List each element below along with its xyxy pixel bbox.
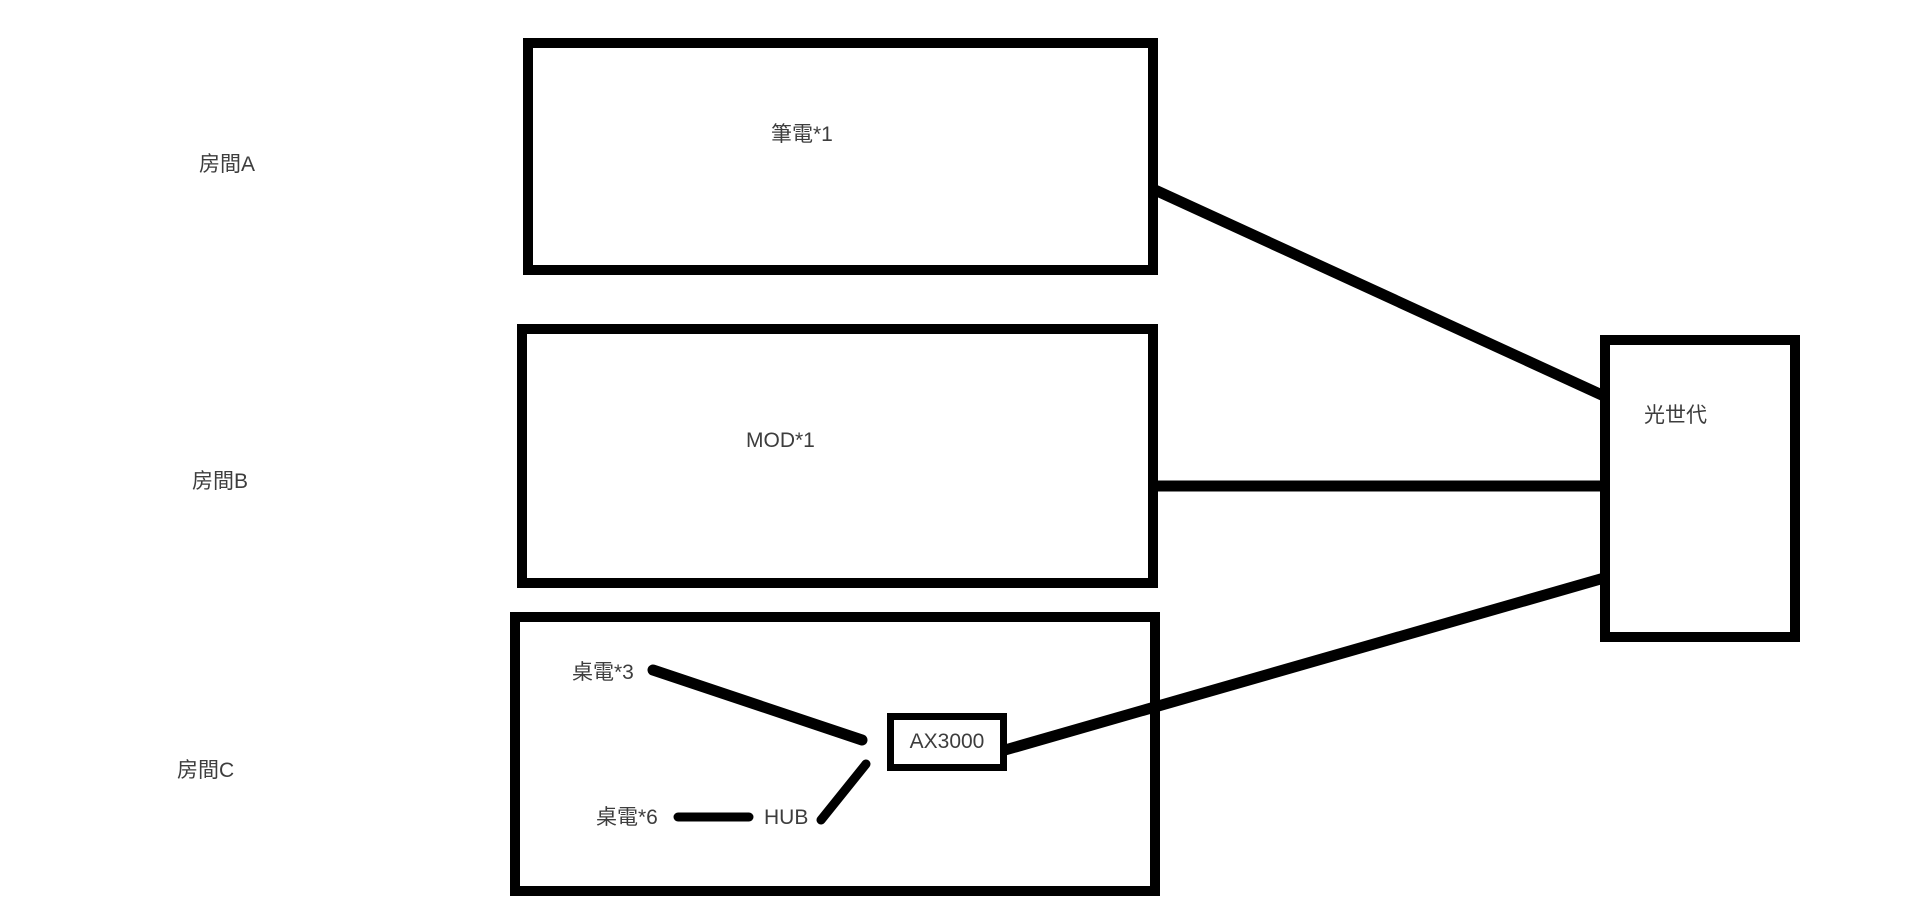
connection-laptop-fiber	[1152, 185, 1607, 401]
fiber-label: 光世代	[1644, 404, 1707, 427]
desktop3-label: 桌電*3	[572, 661, 634, 684]
hub-label: HUB	[764, 806, 809, 829]
mod-label: MOD*1	[746, 429, 815, 452]
room-b-box	[517, 324, 1158, 588]
room-a-box	[523, 38, 1158, 275]
room-b-label: 房間B	[192, 470, 249, 493]
fiber-box	[1600, 335, 1800, 642]
room-c-label: 房間C	[177, 759, 235, 782]
connection-desktop3-router	[647, 664, 868, 746]
router-box: AX3000	[887, 713, 1007, 771]
connection-hub-router	[816, 759, 871, 825]
router-label: AX3000	[909, 730, 985, 753]
desktop6-label: 桌電*6	[596, 806, 658, 829]
room-a-label: 房間A	[199, 153, 256, 176]
room-c-box	[510, 612, 1160, 896]
connection-router-fiber	[1003, 572, 1606, 756]
laptop-label: 筆電*1	[771, 123, 833, 146]
